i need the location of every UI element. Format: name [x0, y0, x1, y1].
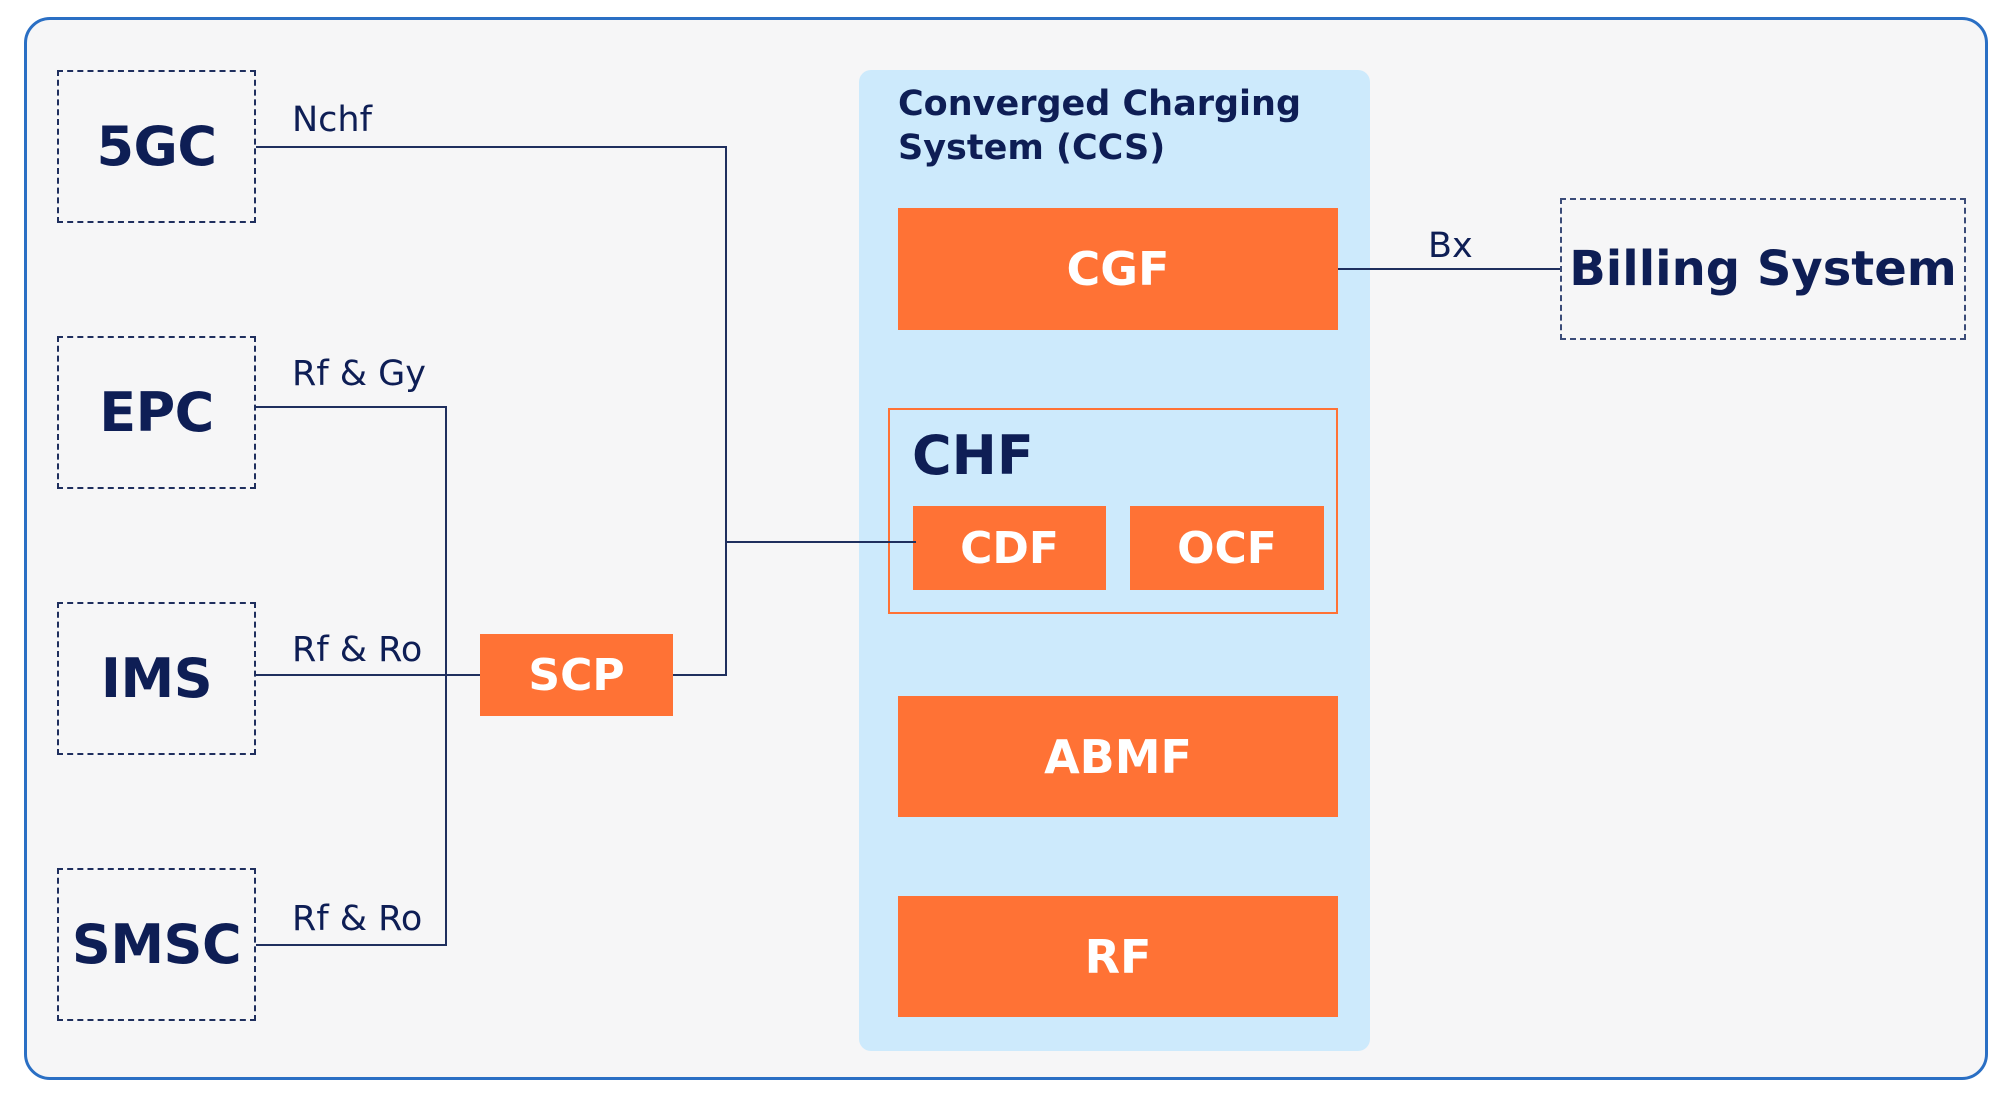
cgf-block: CGF: [898, 208, 1338, 330]
chf-label: CHF: [912, 424, 1034, 487]
node-epc: EPC: [57, 336, 256, 489]
abmf-block: ABMF: [898, 696, 1338, 817]
node-5gc: 5GC: [57, 70, 256, 223]
node-smsc: SMSC: [57, 868, 256, 1021]
iface-label-nchf: Nchf: [292, 100, 372, 140]
iface-label-epc: Rf & Gy: [292, 354, 427, 394]
ccs-title: Converged Charging System (CCS): [898, 82, 1318, 170]
iface-label-smsc: Rf & Ro: [292, 899, 423, 939]
iface-label-bx: Bx: [1428, 226, 1473, 266]
ocf-block: OCF: [1130, 506, 1324, 590]
ccs-title-line2: System (CCS): [898, 128, 1166, 168]
billing-system-node: Billing System: [1560, 198, 1966, 340]
rf-block: RF: [898, 896, 1338, 1017]
node-ims: IMS: [57, 602, 256, 755]
chf-container: [888, 408, 1338, 614]
scp-block: SCP: [480, 634, 673, 716]
iface-label-ims: Rf & Ro: [292, 630, 423, 670]
ccs-title-line1: Converged Charging: [898, 84, 1301, 124]
cdf-block: CDF: [913, 506, 1106, 590]
